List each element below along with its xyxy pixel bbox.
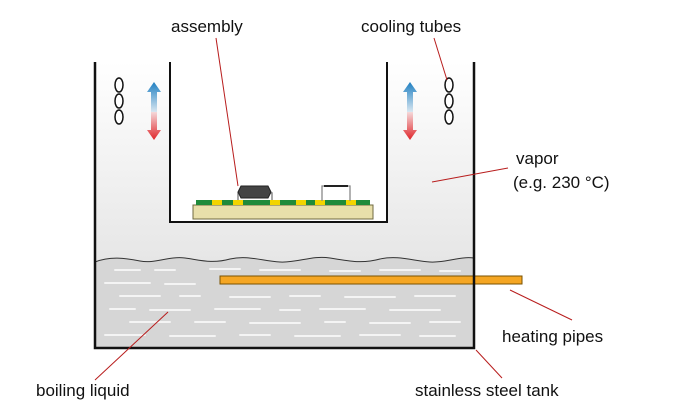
up-down-arrow-icon (147, 82, 161, 140)
label-vapor: vapor (516, 149, 559, 168)
leader-cooling-tubes (433, 37, 448, 81)
label-assembly: assembly (171, 17, 243, 36)
label-vapor-temperature: (e.g. 230 °C) (513, 173, 610, 192)
coil-icon (114, 77, 124, 125)
label-heating-pipes: heating pipes (502, 327, 603, 346)
solder-pad (296, 200, 306, 205)
label-boiling-liquid: boiling liquid (36, 381, 130, 400)
leaded-component (237, 185, 272, 199)
up-down-arrow-icon (403, 82, 417, 140)
solder-pad (346, 200, 356, 205)
stainless-steel-tank (93, 62, 476, 350)
solder-pad (315, 200, 325, 205)
pcb-substrate (192, 204, 374, 220)
leader-assembly (215, 37, 239, 187)
solder-pad (212, 200, 222, 205)
solder-pad (270, 200, 280, 205)
heating-pipe (219, 275, 523, 285)
leader-boiling-liquid (94, 311, 169, 381)
liquid-streaks (104, 268, 461, 337)
liquid-surface (94, 256, 475, 263)
coil-icon (444, 77, 454, 125)
leader-vapor (431, 167, 509, 183)
leader-heating-pipes (509, 289, 573, 321)
pcb-green-layer-right (286, 200, 370, 205)
pcb-assembly (192, 185, 374, 220)
label-stainless-steel-tank: stainless steel tank (415, 381, 559, 400)
solder-pad (233, 200, 243, 205)
leader-tank (475, 349, 503, 379)
label-cooling-tubes: cooling tubes (361, 17, 461, 36)
assembly-basket (169, 62, 388, 223)
